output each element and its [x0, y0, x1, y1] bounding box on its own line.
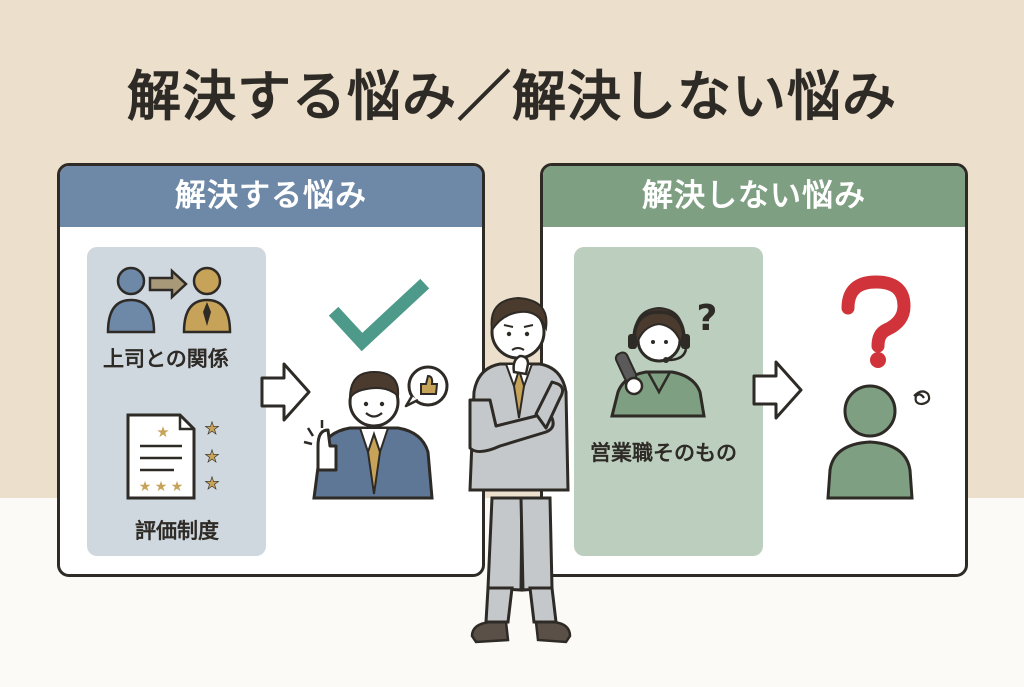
evaluation-system-label: 評価制度 — [135, 519, 219, 543]
smiling-businessman-icon — [303, 365, 449, 500]
operator-with-headset-icon: ? — [610, 298, 718, 418]
resolvable-items-box: 上司との関係 評価制度 — [87, 247, 266, 556]
svg-text:★: ★ — [171, 479, 184, 495]
svg-text:★: ★ — [156, 423, 169, 441]
svg-text:★: ★ — [204, 474, 219, 494]
check-icon — [328, 278, 430, 352]
two-persons-arrow-icon — [106, 266, 232, 334]
page-title: 解決する悩み／解決しない悩み — [127, 65, 897, 128]
svg-text:★: ★ — [155, 479, 168, 495]
sales-job-itself-label: 営業職そのもの — [590, 441, 737, 465]
boss-relationship-label: 上司との関係 — [103, 347, 229, 371]
troubled-person-icon — [826, 384, 931, 500]
svg-text:?: ? — [697, 298, 718, 339]
resolvable-worries-header: 解決する悩み — [60, 166, 482, 227]
left-arrow-icon — [260, 362, 311, 422]
unresolvable-worries-header: 解決しない悩み — [543, 166, 965, 227]
thinking-businessman-icon — [468, 296, 572, 644]
svg-text:★: ★ — [139, 479, 152, 495]
red-question-mark-icon — [841, 275, 911, 368]
evaluation-document-icon: ★ ★ ★ ★ ★ ★ ★ — [126, 413, 220, 500]
svg-text:★: ★ — [204, 419, 219, 439]
svg-text:★: ★ — [204, 447, 219, 467]
resolvable-worries-panel: 解決する悩み 上司との関係 評価制度 — [57, 163, 485, 577]
right-arrow-icon — [752, 360, 803, 420]
unresolvable-worries-panel: 解決しない悩み 営業職そのもの — [540, 163, 968, 577]
